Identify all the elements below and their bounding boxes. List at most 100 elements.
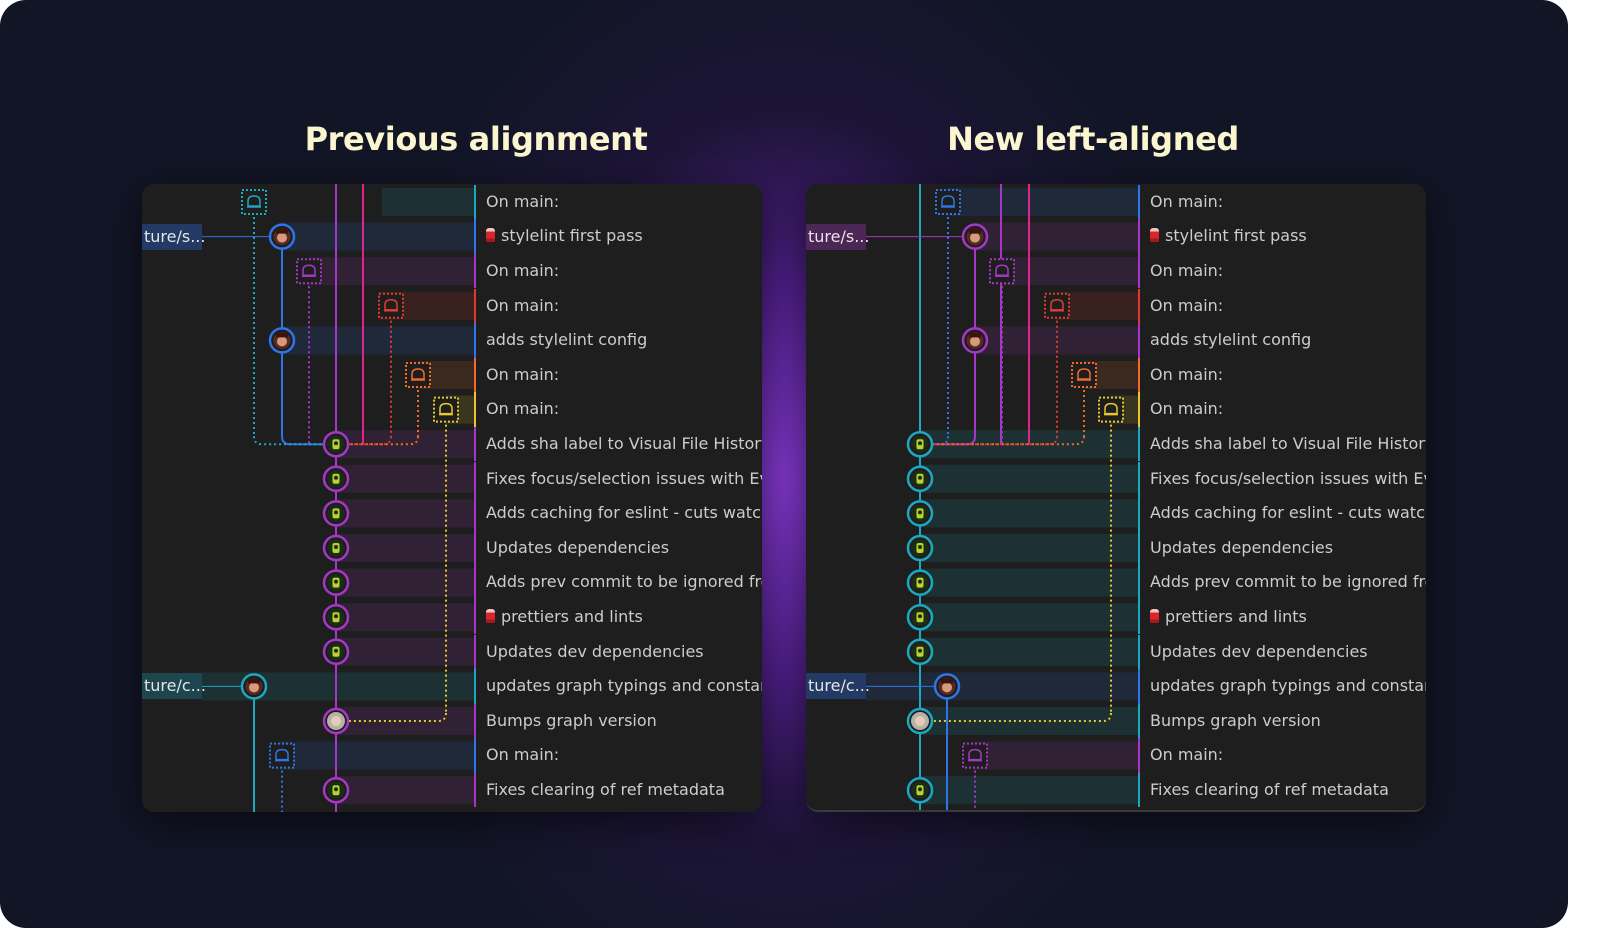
commit-graph-new[interactable] bbox=[806, 184, 1426, 812]
commit-row-message[interactable]: Adds prev commit to be ignored from b bbox=[474, 565, 762, 600]
commit-message-text: Adds prev commit to be ignored from b bbox=[1150, 572, 1426, 592]
stash-icon[interactable] bbox=[378, 292, 404, 319]
commit-message-text: On main: bbox=[486, 295, 560, 315]
branch-label[interactable]: ture/c... bbox=[142, 673, 206, 700]
stash-icon[interactable] bbox=[269, 742, 295, 769]
commit-message-text: stylelint first pass bbox=[1165, 226, 1307, 246]
commit-row-message[interactable]: On main: bbox=[1138, 738, 1426, 773]
avatar[interactable] bbox=[906, 465, 934, 493]
avatar[interactable] bbox=[906, 569, 934, 596]
avatar[interactable] bbox=[322, 430, 350, 458]
row-highlight bbox=[334, 637, 474, 666]
commit-message-text: updates graph typings and constants bbox=[486, 676, 762, 696]
commit-row-message[interactable]: adds stylelint config bbox=[1138, 323, 1426, 358]
commit-row-message[interactable]: Fixes clearing of ref metadata bbox=[1138, 772, 1426, 808]
avatar[interactable] bbox=[906, 776, 934, 804]
avatar[interactable] bbox=[322, 776, 350, 804]
commit-row-message[interactable]: Bumps graph version bbox=[1138, 703, 1426, 739]
avatar[interactable] bbox=[906, 603, 934, 631]
commit-row-message[interactable]: prettiers and lints bbox=[474, 599, 762, 635]
commit-message-text: On main: bbox=[486, 191, 560, 211]
commit-message-text: Updates dev dependencies bbox=[1150, 641, 1368, 661]
avatar[interactable] bbox=[906, 500, 934, 527]
avatar[interactable] bbox=[240, 673, 268, 700]
lipstick-emoji-icon bbox=[1150, 228, 1159, 243]
stash-icon[interactable] bbox=[962, 742, 988, 769]
branch-label[interactable]: ture/s... bbox=[806, 223, 869, 250]
commit-row-message[interactable]: On main: bbox=[1138, 184, 1426, 220]
commit-row-message[interactable]: On main: bbox=[474, 357, 762, 393]
branch-label[interactable]: ture/c... bbox=[806, 673, 870, 700]
commit-row-message[interactable]: Fixes focus/selection issues with EventB bbox=[474, 461, 762, 497]
commit-row-message[interactable]: Adds caching for eslint - cuts watch tim bbox=[474, 496, 762, 531]
commit-row-message[interactable]: adds stylelint config bbox=[474, 323, 762, 358]
commit-row-message[interactable]: Updates dependencies bbox=[474, 530, 762, 566]
stash-icon[interactable] bbox=[935, 189, 961, 215]
stash-icon[interactable] bbox=[1071, 362, 1097, 388]
avatar[interactable] bbox=[268, 327, 296, 354]
commit-row-message[interactable]: updates graph typings and constants bbox=[1138, 669, 1426, 704]
stash-icon[interactable] bbox=[405, 362, 431, 388]
row-highlight bbox=[974, 741, 1138, 770]
row-highlight bbox=[334, 499, 474, 528]
stash-icon[interactable] bbox=[296, 258, 322, 285]
avatar[interactable] bbox=[906, 707, 934, 735]
avatar[interactable] bbox=[906, 534, 934, 562]
commit-row-message[interactable]: On main: bbox=[1138, 392, 1426, 427]
commit-row-message[interactable]: Adds caching for eslint - cuts watch tim bbox=[1138, 496, 1426, 531]
commit-row-message[interactable]: On main: bbox=[1138, 357, 1426, 393]
avatar[interactable] bbox=[322, 569, 350, 596]
commit-row-message[interactable]: Adds prev commit to be ignored from b bbox=[1138, 565, 1426, 600]
avatar[interactable] bbox=[906, 430, 934, 458]
avatar[interactable] bbox=[322, 534, 350, 562]
commit-graph-previous[interactable] bbox=[142, 184, 762, 812]
commit-row-message[interactable]: On main: bbox=[1138, 253, 1426, 289]
avatar[interactable] bbox=[906, 638, 934, 666]
commit-row-message[interactable]: On main: bbox=[1138, 288, 1426, 324]
commit-message-text: On main: bbox=[1150, 745, 1224, 765]
stash-icon[interactable] bbox=[1044, 292, 1070, 319]
avatar[interactable] bbox=[322, 638, 350, 666]
avatar[interactable] bbox=[961, 223, 989, 250]
commit-row-message[interactable]: updates graph typings and constants bbox=[474, 669, 762, 704]
avatar[interactable] bbox=[322, 707, 350, 735]
stash-icon[interactable] bbox=[433, 396, 459, 423]
commit-row-message[interactable]: Adds sha label to Visual File History bbox=[1138, 426, 1426, 462]
commit-message-text: Updates dev dependencies bbox=[486, 641, 704, 661]
avatar[interactable] bbox=[933, 673, 961, 700]
avatar[interactable] bbox=[322, 465, 350, 493]
commit-row-message[interactable]: On main: bbox=[474, 288, 762, 324]
commit-row-message[interactable]: Fixes clearing of ref metadata bbox=[474, 772, 762, 808]
stash-icon[interactable] bbox=[989, 258, 1015, 285]
commit-message-text: adds stylelint config bbox=[486, 330, 648, 350]
stash-icon[interactable] bbox=[241, 189, 267, 215]
commit-row-message[interactable]: On main: bbox=[474, 253, 762, 289]
commit-row-message[interactable]: On main: bbox=[474, 184, 762, 220]
commit-message-text: On main: bbox=[1150, 295, 1224, 315]
commit-row-message[interactable]: Fixes focus/selection issues with EventB bbox=[1138, 461, 1426, 497]
commit-row-message[interactable]: On main: bbox=[474, 392, 762, 427]
row-highlight bbox=[334, 464, 474, 493]
commit-row-message[interactable]: prettiers and lints bbox=[1138, 599, 1426, 635]
commit-row-message[interactable]: Updates dependencies bbox=[1138, 530, 1426, 566]
commit-message-text: On main: bbox=[1150, 260, 1224, 280]
commit-row-message[interactable]: stylelint first pass bbox=[1138, 219, 1426, 254]
commit-row-message[interactable]: Adds sha label to Visual File History bbox=[474, 426, 762, 462]
commit-row-message[interactable]: Updates dev dependencies bbox=[1138, 634, 1426, 670]
avatar[interactable] bbox=[268, 223, 296, 250]
stash-icon[interactable] bbox=[1098, 396, 1124, 423]
avatar[interactable] bbox=[322, 603, 350, 631]
commit-row-message[interactable]: Bumps graph version bbox=[474, 703, 762, 739]
row-highlight bbox=[920, 637, 1138, 666]
avatar[interactable] bbox=[322, 500, 350, 527]
avatar[interactable] bbox=[961, 327, 989, 354]
row-highlight bbox=[334, 776, 474, 805]
commit-row-message[interactable]: On main: bbox=[474, 738, 762, 773]
stash-line bbox=[920, 436, 1085, 446]
commit-row-message[interactable]: stylelint first pass bbox=[474, 219, 762, 254]
commit-row-message[interactable]: Updates dev dependencies bbox=[474, 634, 762, 670]
branch-label[interactable]: ture/s... bbox=[142, 223, 205, 250]
